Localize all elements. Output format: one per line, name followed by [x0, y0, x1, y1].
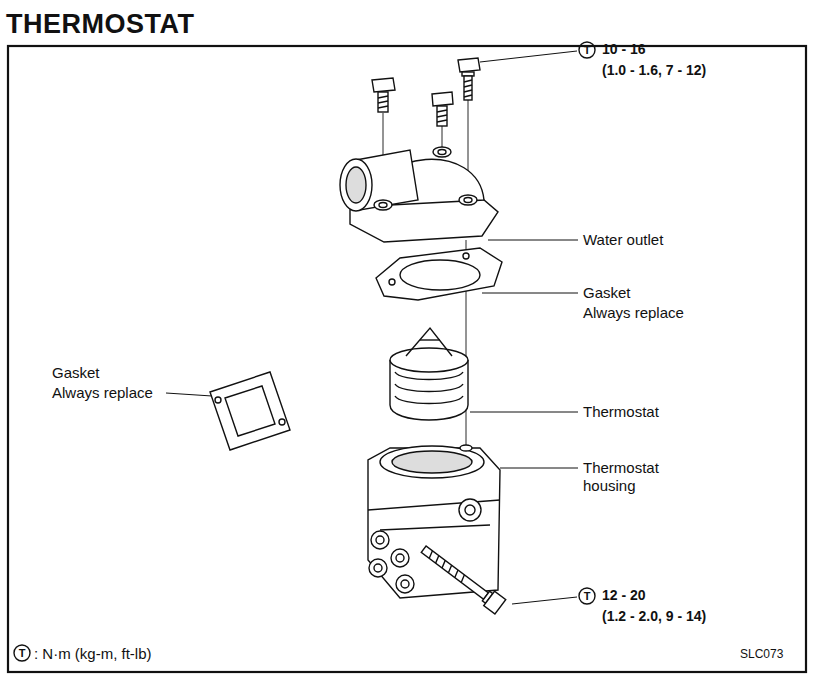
part-name: Thermostat housing: [583, 459, 659, 495]
torque-symbol-letter: T: [19, 648, 26, 659]
torque-symbol-letter: T: [584, 591, 591, 602]
gasket-drawing: [210, 372, 290, 450]
part-name: Gasket: [583, 284, 631, 302]
torque-value: (1.0 - 1.6, 7 - 12): [602, 62, 706, 79]
part-note: Always replace: [52, 384, 153, 402]
torque-value: 12 - 20: [602, 587, 646, 604]
part-name: Gasket: [52, 364, 100, 382]
torque-symbol-letter: T: [584, 45, 591, 56]
part-note: Always replace: [583, 304, 684, 322]
unit-note: : N·m (kg-m, ft-lb): [34, 645, 152, 663]
bolt-symbol: [418, 542, 506, 614]
bolt-symbol: [432, 92, 453, 126]
frame: [8, 46, 806, 672]
page-title: THERMOSTAT: [6, 8, 194, 40]
water-outlet-drawing: [340, 147, 498, 242]
part-name: Water outlet: [583, 231, 663, 249]
thermostat-housing-drawing: [368, 445, 500, 598]
torque-value: (1.2 - 2.0, 9 - 14): [602, 608, 706, 625]
torque-symbol: [14, 645, 30, 661]
gasket-drawing: [376, 248, 502, 300]
torque-symbol: [579, 588, 595, 604]
leader-line: [166, 51, 578, 604]
part-name: Thermostat: [583, 403, 659, 421]
torque-symbol: [579, 42, 595, 58]
bolt-symbol: [458, 58, 480, 100]
thermostat-drawing: [390, 328, 468, 420]
bolt-symbol: [372, 78, 395, 112]
figure-code: SLC073: [740, 647, 783, 661]
torque-value: 10 - 16: [602, 41, 646, 58]
